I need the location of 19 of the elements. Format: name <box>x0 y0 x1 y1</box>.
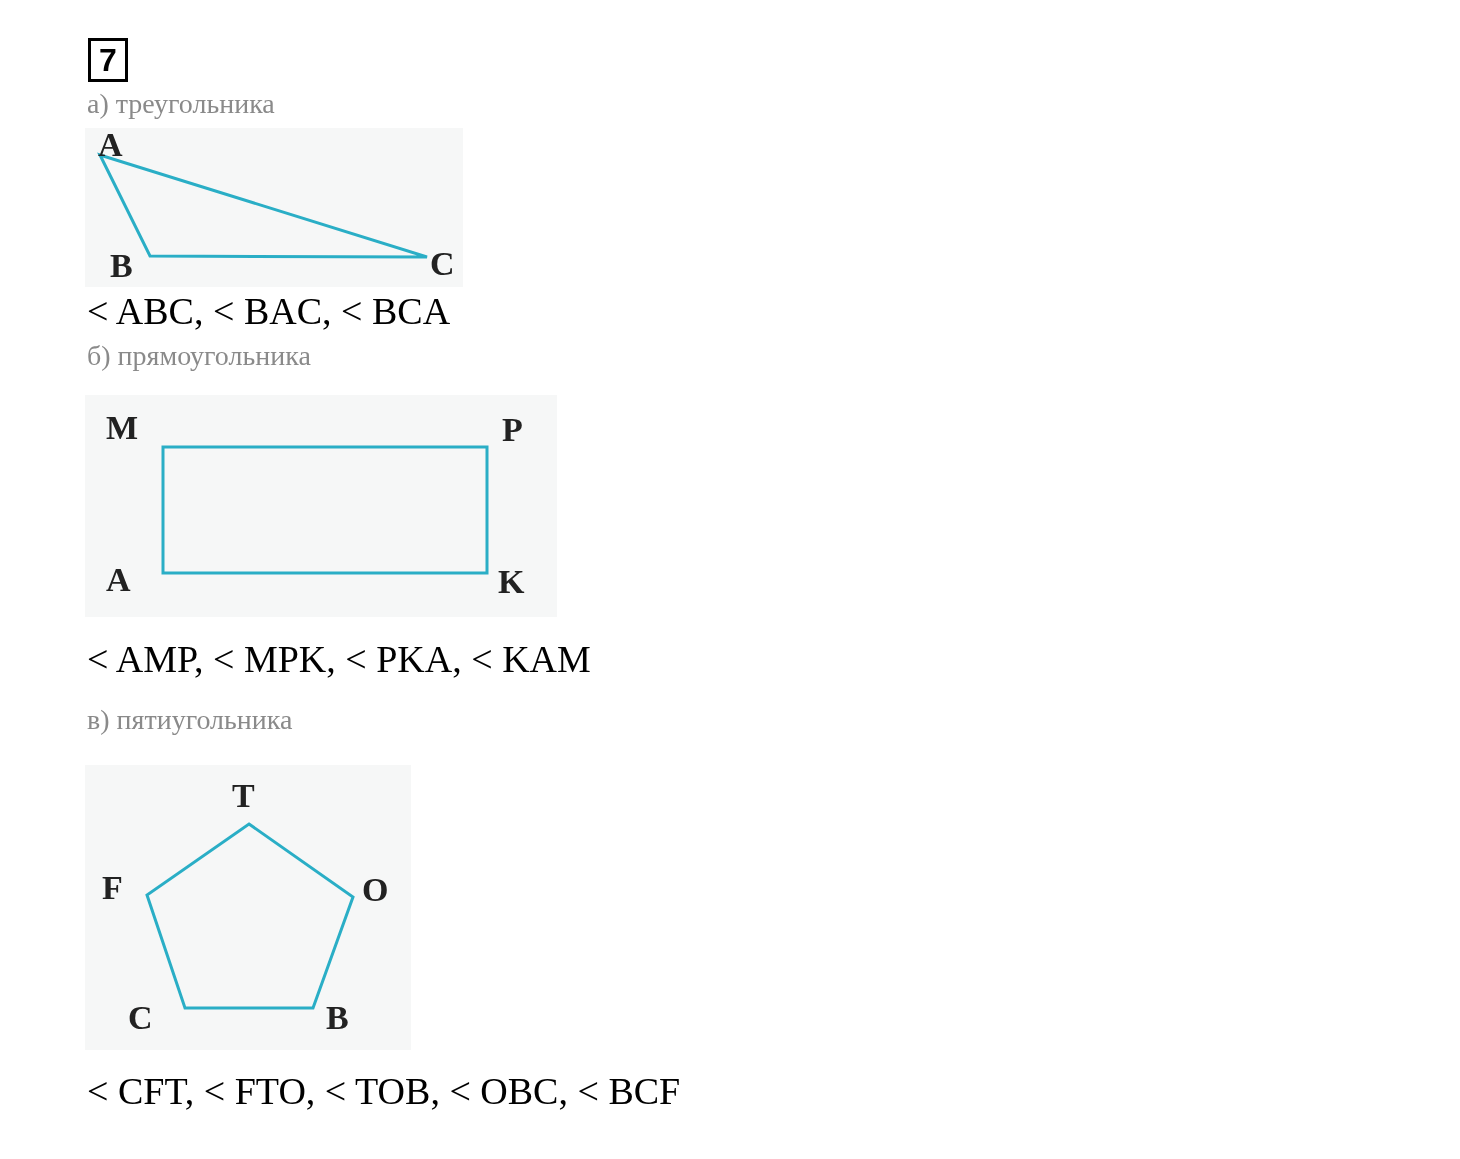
vertex-label: C <box>430 244 455 284</box>
vertex-label: K <box>498 562 525 602</box>
exercise-number: 7 <box>88 38 128 82</box>
vertex-label: A <box>106 560 131 600</box>
section-heading: в) пятиугольника <box>87 704 293 737</box>
section-heading: а) треугольника <box>87 88 275 121</box>
vertex-label: M <box>106 408 139 448</box>
vertex-label: A <box>98 125 123 165</box>
vertex-label: P <box>502 410 523 450</box>
answer-text: < CFT, < FTO, < TOB, < OBC, < BCF <box>87 1070 681 1114</box>
vertex-label: B <box>110 246 133 286</box>
section-heading: б) прямоугольника <box>87 340 311 373</box>
vertex-label: O <box>362 870 389 910</box>
vertex-label: T <box>232 776 255 816</box>
vertex-label: B <box>326 998 349 1038</box>
answer-text: < ABC, < BAC, < BCA <box>87 290 451 334</box>
answer-text: < AMP, < MPK, < PKA, < KAM <box>87 638 591 682</box>
vertex-label: F <box>102 868 123 908</box>
vertex-label: C <box>128 998 153 1038</box>
